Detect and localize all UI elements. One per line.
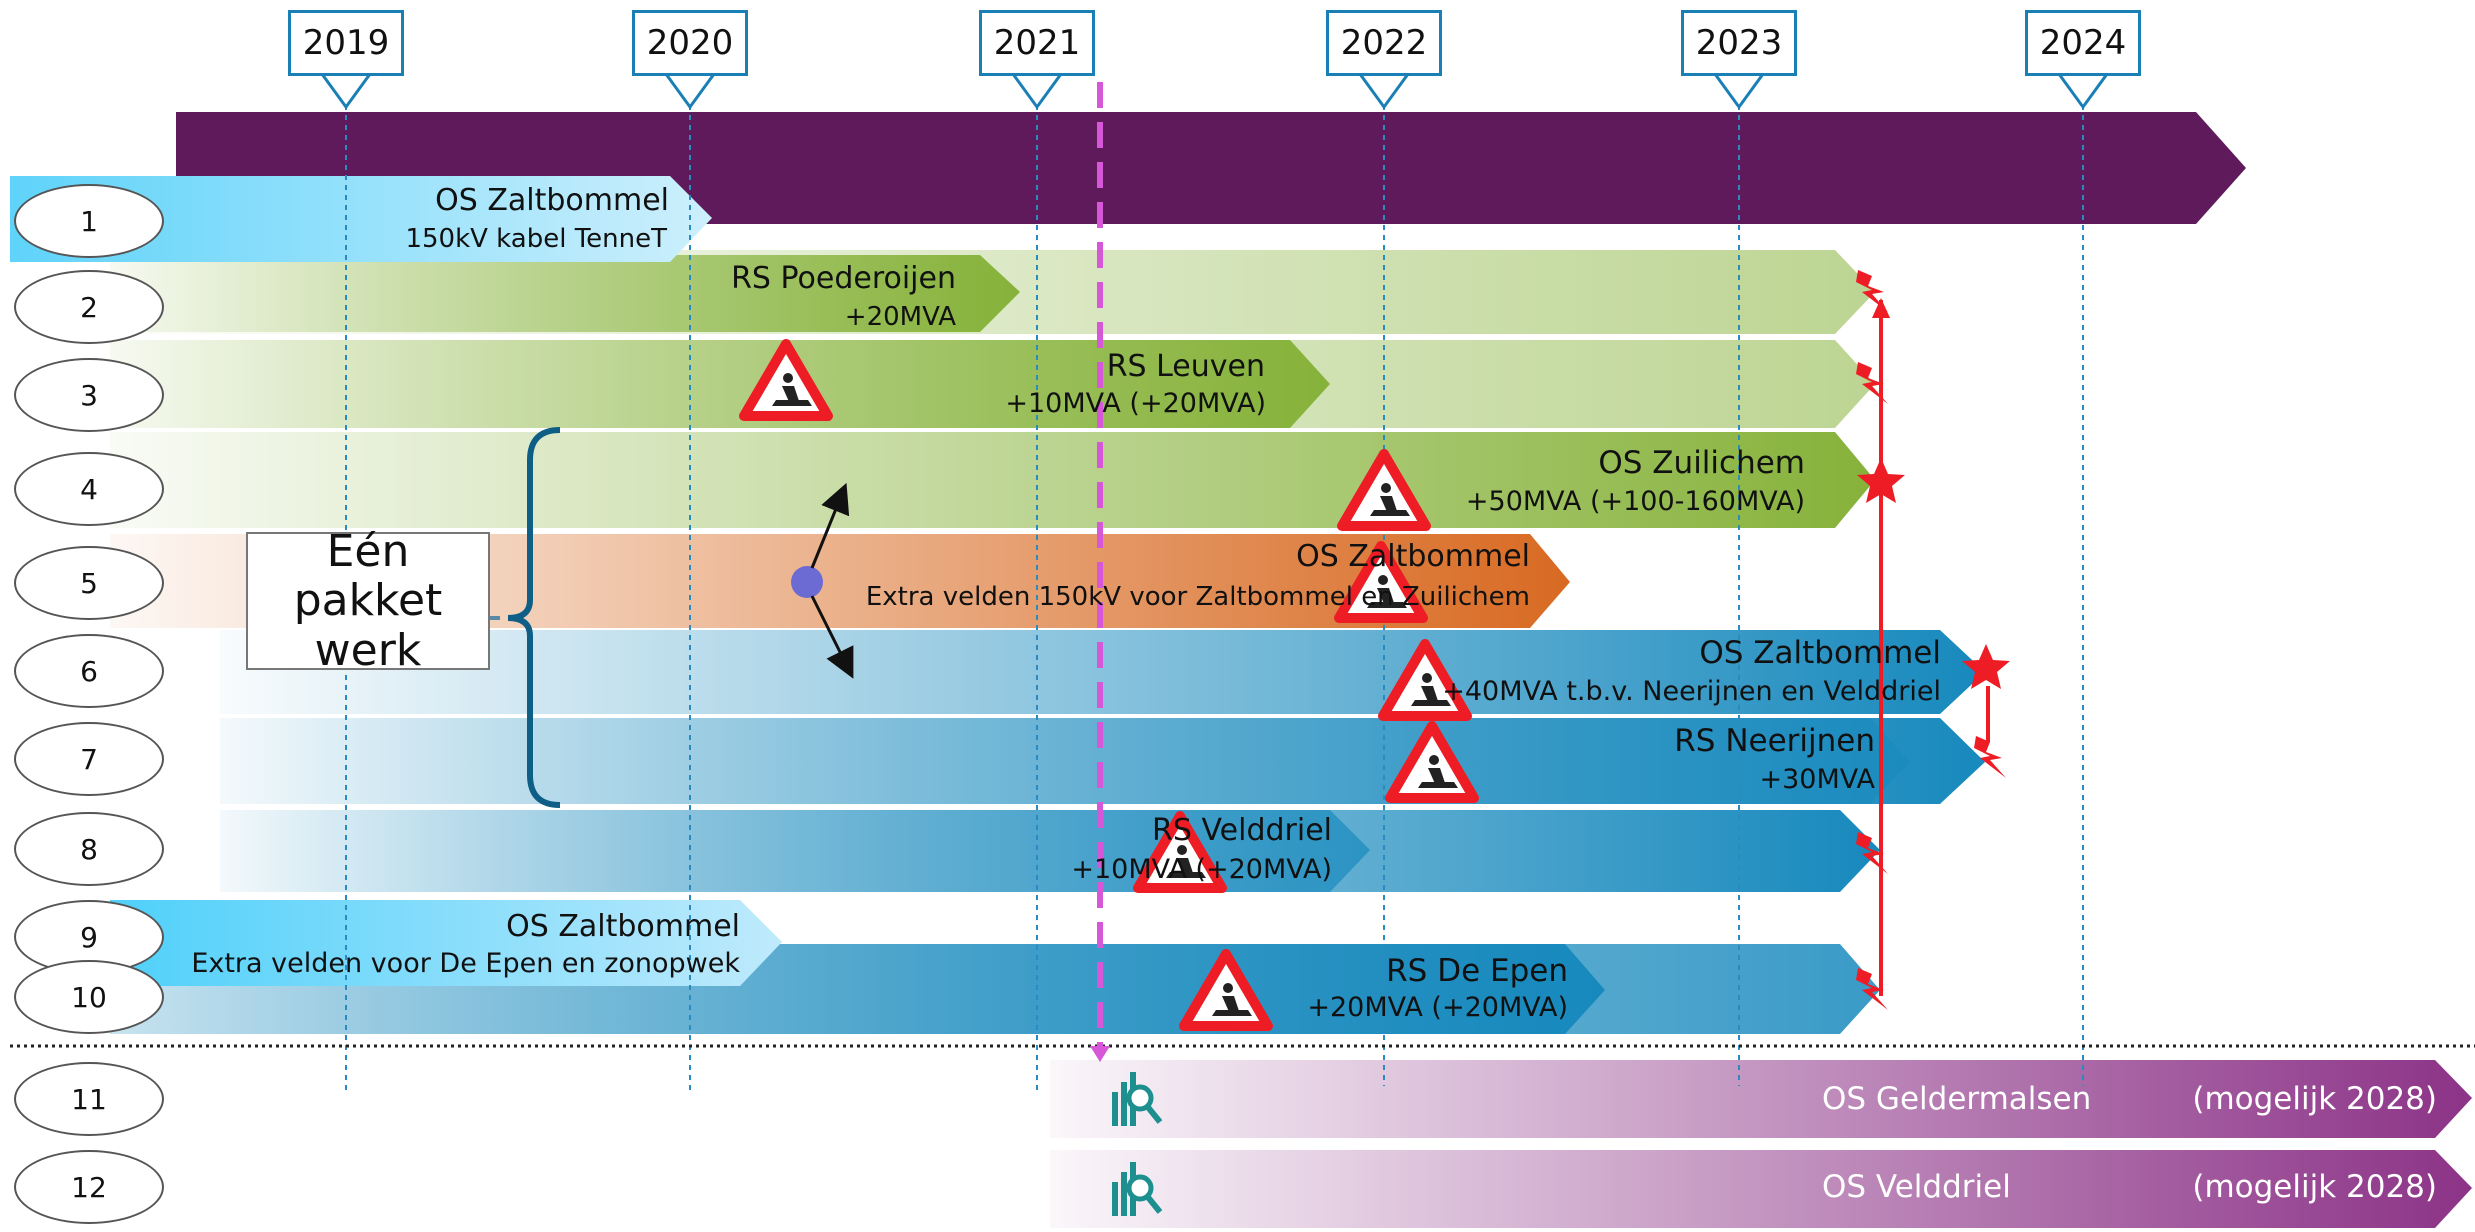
bar-row1 (10, 176, 712, 262)
bar-title: OS Geldermalsen (1822, 1081, 2092, 1117)
bar-row7 (220, 718, 1910, 804)
bar-title: OS Zuilichem (1598, 445, 1805, 481)
bar-subtitle: +10MVA (+20MVA) (1071, 854, 1332, 885)
group-label: Eén pakket werk (246, 527, 490, 675)
row-number: 12 (14, 1150, 164, 1224)
lightning-icon (1856, 832, 1888, 874)
split-arrow-down (810, 595, 854, 679)
bar-subtitle: +20MVA (+20MVA) (1307, 992, 1568, 1023)
bar-row3 (110, 340, 1330, 428)
bar-title: RS Poederoijen (731, 261, 956, 296)
bar-subtitle: +50MVA (+100-160MVA) (1465, 486, 1805, 517)
bar-note: (mogelijk 2028) (2192, 1169, 2437, 1205)
lightning-icon (1856, 968, 1888, 1010)
row-number: 6 (14, 634, 164, 708)
year-label: 2023 (1681, 10, 1797, 76)
row-number: 3 (14, 358, 164, 432)
roadworks-warning-icon (1179, 949, 1273, 1031)
bar-subtitle: +10MVA (+20MVA) (1005, 388, 1266, 419)
lightning-icon (1974, 736, 2006, 778)
year-label: 2021 (979, 10, 1095, 76)
row-number: 1 (14, 184, 164, 258)
bar-subtitle: 150kV kabel TenneT (405, 224, 667, 254)
star-icon (1857, 458, 1905, 503)
lightning-icon (1856, 270, 1888, 312)
year-label: 2019 (288, 10, 404, 76)
bar-subtitle: Extra velden 150kV voor Zaltbommel en Zu… (865, 582, 1530, 612)
bar-title: RS Velddriel (1152, 813, 1332, 848)
bar-subtitle: +30MVA (1759, 764, 1876, 795)
bar-row11 (1050, 1060, 2472, 1138)
bar-title: RS Leuven (1106, 349, 1265, 384)
bar-row6 (220, 630, 1985, 714)
bar-title: OS Zaltbommel (435, 183, 669, 218)
group-bracket (507, 427, 561, 808)
bar-note: (mogelijk 2028) (2192, 1081, 2437, 1117)
year-label: 2020 (632, 10, 748, 76)
bar-row9 (110, 900, 782, 986)
bar-title: OS Zaltbommel (1699, 635, 1941, 671)
deadline-arrow-up (1872, 298, 1890, 318)
bar-title: OS Velddriel (1822, 1169, 2011, 1205)
bar-subtitle: Extra velden voor De Epen en zonopwek (191, 948, 740, 979)
bar-row4 (110, 432, 1875, 528)
star-icon (1962, 644, 2010, 689)
roadworks-warning-icon (1337, 449, 1431, 531)
row-number: 2 (14, 270, 164, 344)
today-line-arrowhead (1090, 1046, 1110, 1062)
bar-row2 (110, 255, 1020, 332)
row-number: 4 (14, 452, 164, 526)
roadworks-warning-icon (739, 339, 833, 421)
bar-subtitle: +20MVA (844, 302, 956, 332)
row-number: 8 (14, 812, 164, 886)
bar-row12 (1050, 1150, 2472, 1228)
row-number: 10 (14, 960, 164, 1034)
year-label: 2022 (1326, 10, 1442, 76)
row-number: 11 (14, 1062, 164, 1136)
row-number: 5 (14, 546, 164, 620)
bar-subtitle: +40MVA t.b.v. Neerijnen en Velddriel (1442, 676, 1941, 707)
year-label: 2024 (2025, 10, 2141, 76)
roadworks-icons (739, 339, 1479, 1031)
study-magnifier-icon (1112, 1072, 1163, 1126)
row-number: 7 (14, 722, 164, 796)
year-box-pointers (319, 72, 2110, 110)
split-dot (791, 566, 823, 598)
roadworks-warning-icon (1378, 639, 1472, 721)
bar-title: RS Neerijnen (1674, 723, 1875, 759)
split-arrow-up (810, 482, 850, 569)
bar-title: RS De Epen (1386, 953, 1568, 989)
roadworks-warning-icon (1133, 811, 1227, 893)
study-magnifier-icon (1112, 1162, 1163, 1216)
roadworks-warning-icon (1385, 721, 1479, 803)
lightning-icons (1856, 270, 2006, 1010)
bar-row8 (220, 810, 1370, 892)
timeline-bar (176, 112, 2246, 224)
lightning-icon (1856, 362, 1888, 404)
bar-title: OS Zaltbommel (1296, 539, 1530, 574)
roadworks-warning-icon (1334, 541, 1428, 623)
bar-title: OS Zaltbommel (506, 909, 740, 944)
